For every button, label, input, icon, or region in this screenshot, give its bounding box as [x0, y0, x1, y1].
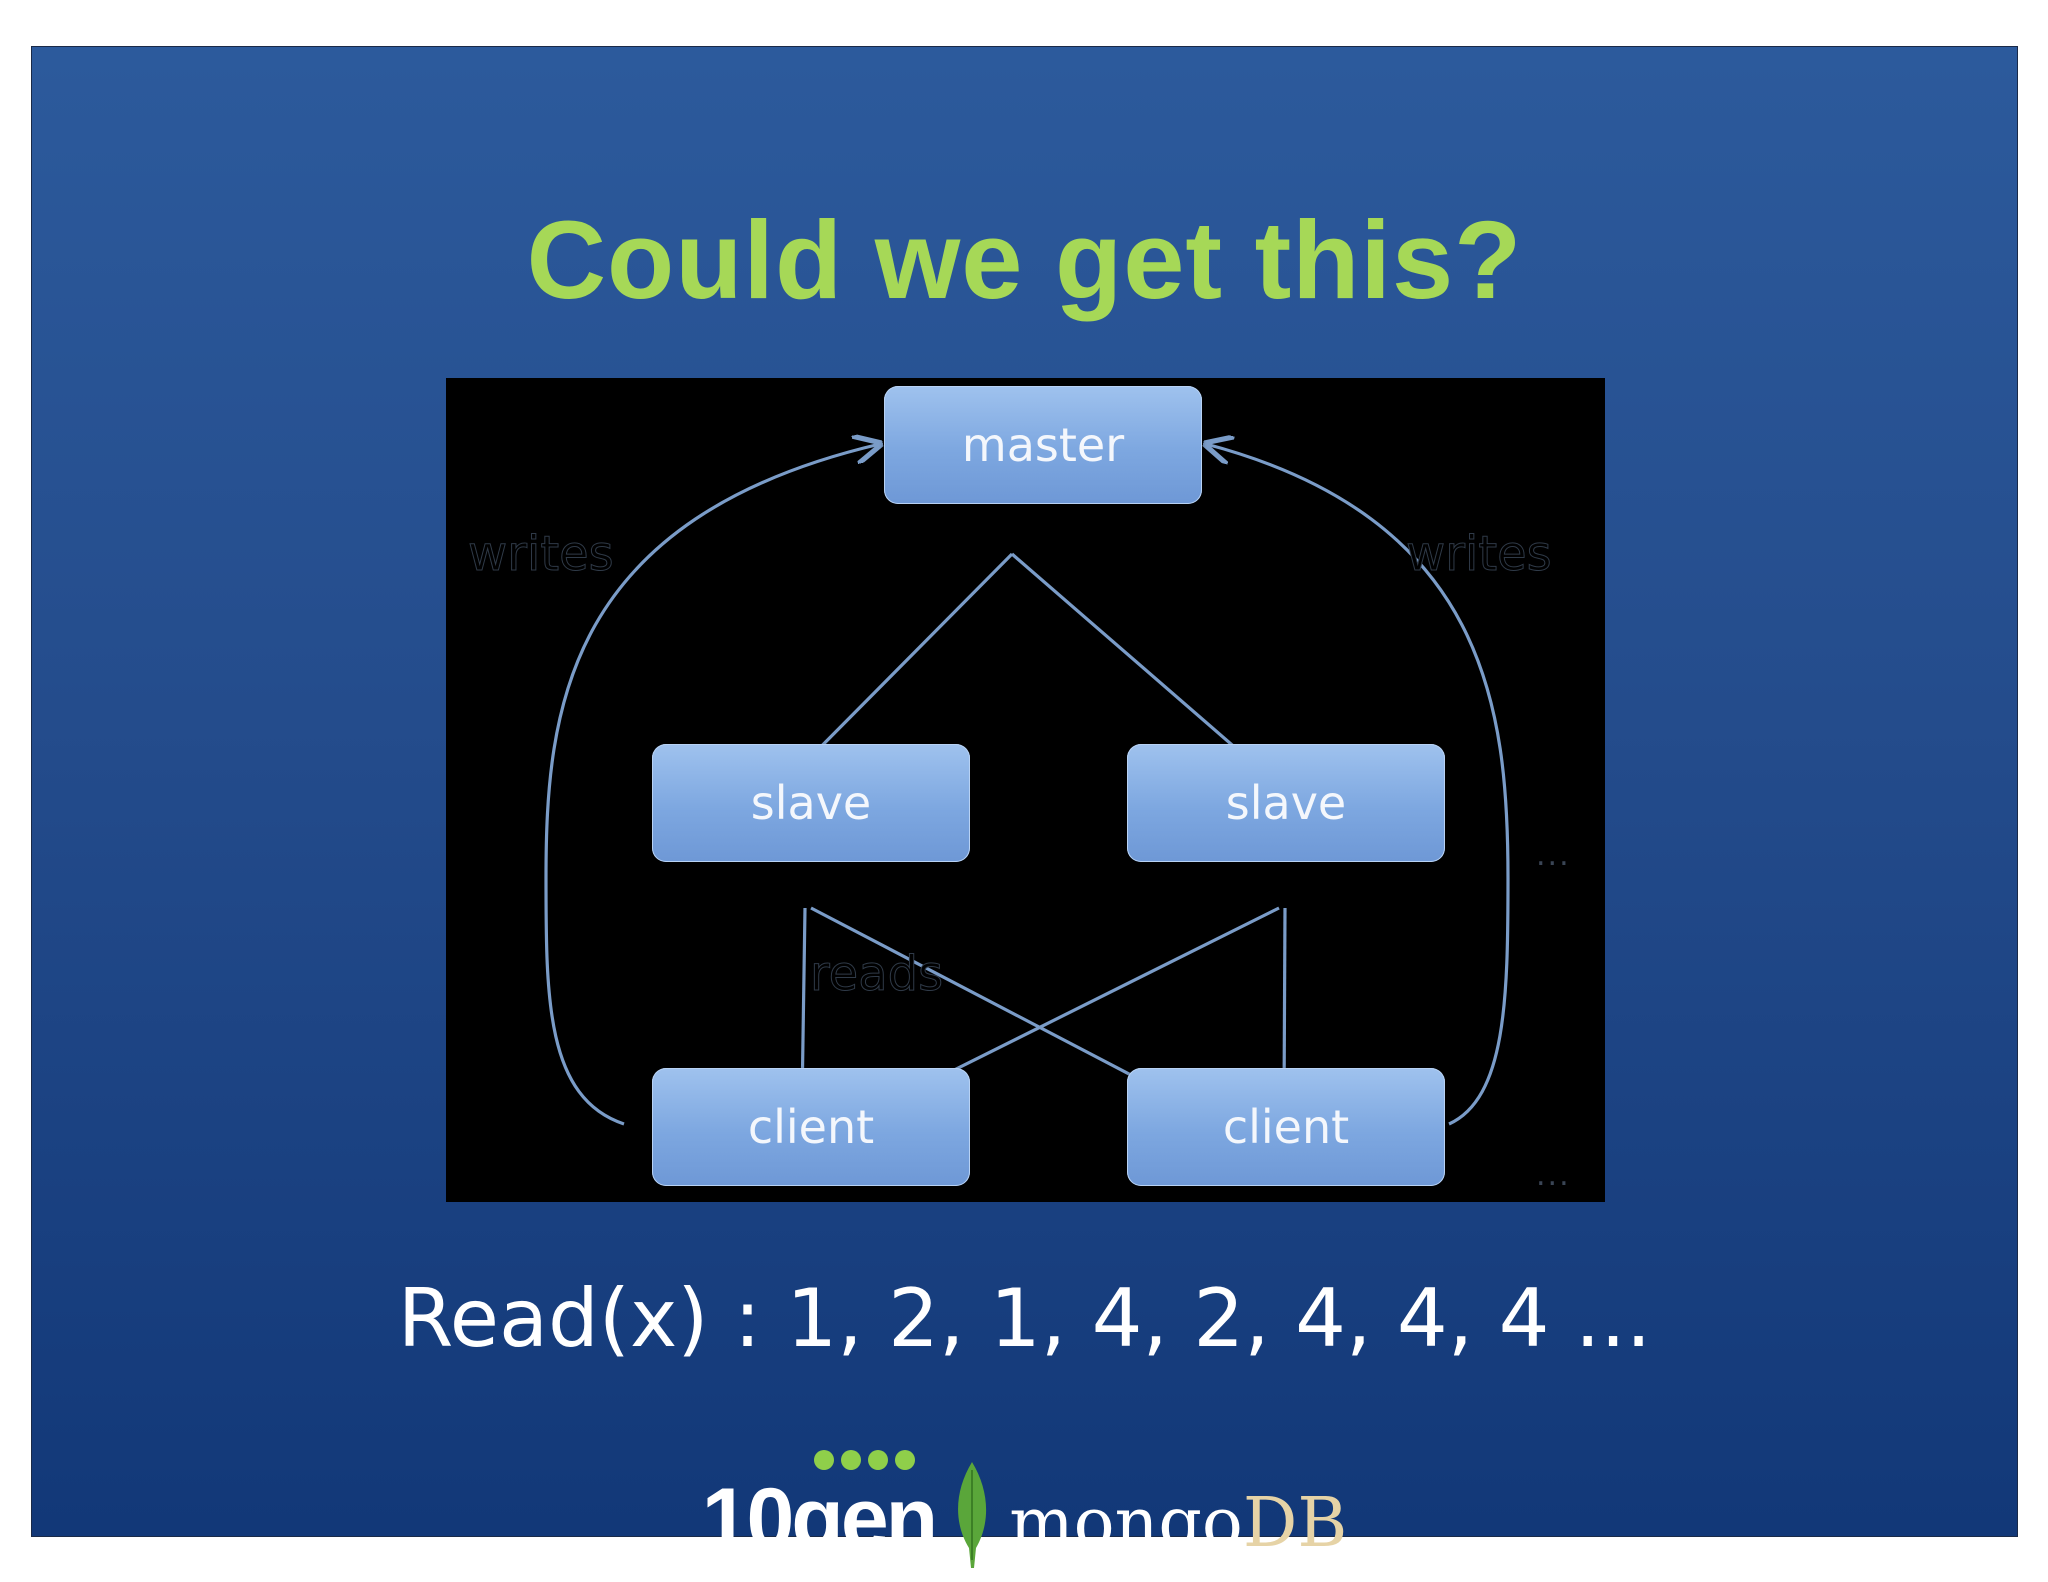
10gen-logo: 10gen — [702, 1450, 938, 1562]
replication-diagram: writes writes reads ... ... master slave… — [446, 378, 1605, 1202]
master-node: master — [884, 386, 1202, 504]
writes-label-right: writes — [1406, 526, 1553, 583]
read-sequence-text: Read(x) : 1, 2, 1, 4, 2, 4, 4, 4 ... — [397, 1272, 1652, 1365]
mongodb-leaf-icon — [958, 1462, 987, 1568]
slide-title: Could we get this? — [526, 199, 1523, 322]
ellipsis-mid: ... — [1536, 838, 1571, 873]
10gen-dots-icon — [813, 1450, 915, 1470]
client-node-right: client — [1127, 1068, 1445, 1186]
ellipsis-bottom: ... — [1536, 1158, 1571, 1193]
mongodb-wordmark: mongoDB — [1009, 1490, 1347, 1558]
client-node-left: client — [652, 1068, 970, 1186]
slide: Could we get this? — [31, 46, 2018, 1568]
slave-node-left: slave — [652, 744, 970, 862]
mongodb-wordmark-mongo: mongo — [1009, 1484, 1243, 1563]
mongodb-wordmark-db: DB — [1242, 1484, 1348, 1563]
arrow-writes-right — [1206, 444, 1510, 1126]
slave-node-right: slave — [1127, 744, 1445, 862]
reads-label: reads — [809, 946, 944, 1003]
writes-label-left: writes — [468, 526, 615, 583]
footer-logos: 10gen mongoDB — [32, 1432, 2017, 1568]
diagram-arrows — [544, 378, 1510, 1126]
10gen-wordmark: 10gen — [701, 1471, 939, 1567]
arrow-writes-left — [544, 444, 880, 1126]
